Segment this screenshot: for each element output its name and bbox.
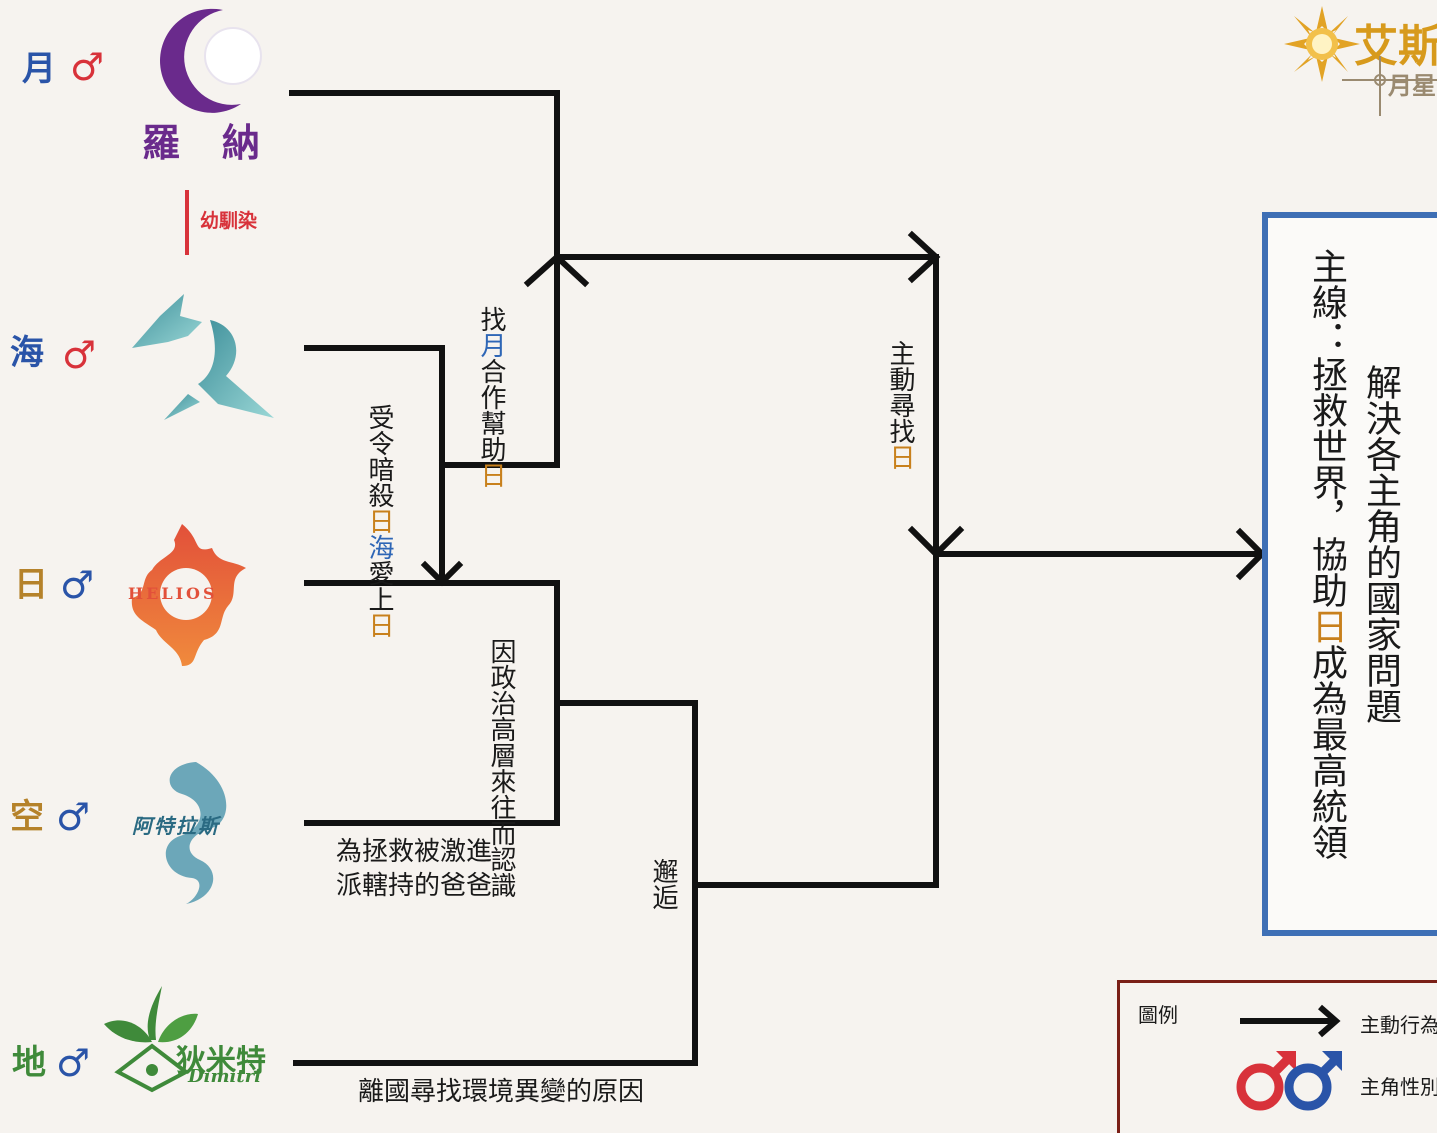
legend: 圖例 主動行為 主角性別 <box>1117 980 1437 1133</box>
relation-help-mid: 合作幫助 <box>476 358 506 462</box>
sun-name: 日 <box>14 565 48 605</box>
sea-gender-icon: ♂ <box>62 333 97 377</box>
main-quest-line1: 解決各主角的國家問題 <box>1360 364 1401 724</box>
sun-gender-icon: ♂ <box>60 563 95 607</box>
title-logo-main: 艾斯 <box>1354 21 1437 72</box>
relation-assassinate-pre: 受令暗殺 <box>364 404 394 508</box>
legend-arrow-icon <box>1240 1004 1341 1038</box>
relation-leave-country: 離國尋找環境異變的原因 <box>358 1077 645 1107</box>
relation-active-search-hl-sun: 日 <box>885 444 915 470</box>
relation-encounter: 邂逅 <box>648 858 678 910</box>
sky-gender-icon: ♂ <box>56 795 91 839</box>
sea-name: 海 <box>10 333 44 373</box>
sky-earth-connector <box>293 700 698 1066</box>
title-logo-sub: 月星 <box>1388 71 1436 100</box>
main-quest-box: 解決各主角的國家問題 主線：拯救世界，協助日成為最高統領 <box>1262 212 1437 936</box>
earth-leaf-icon <box>104 986 198 1093</box>
legend-gender-label: 主角性別 <box>1360 1075 1437 1099</box>
earth-name: 地 <box>12 1043 46 1083</box>
title-logo: 艾斯 月星 <box>1282 4 1437 116</box>
relation-politics: 因政治高層來往而認識 <box>486 638 516 898</box>
sun-flame-icon <box>131 524 246 666</box>
sun-branch-line <box>304 580 560 826</box>
moon-gender-icon: ♂ <box>70 45 105 89</box>
relation-active-search: 主動尋找日 <box>885 340 915 470</box>
earth-logo-subtext: Dimitri <box>188 1066 261 1087</box>
relation-assassinate-post: 愛上 <box>364 560 394 612</box>
moon-crescent-icon <box>160 8 262 113</box>
main-quest-line2-post: 成為最高統領 <box>1306 644 1347 860</box>
relation-help-find-moon: 找月合作幫助日 <box>476 306 506 488</box>
sea-branch-line <box>304 345 445 583</box>
main-quest-line2-hl: 日 <box>1306 608 1347 644</box>
relation-assassinate-hl-sun: 日 <box>364 508 394 534</box>
earth-logo-text: 狄米特 <box>176 1044 266 1079</box>
legend-title: 圖例 <box>1138 1003 1178 1027</box>
childhood-label: 幼馴染 <box>200 210 258 232</box>
relation-assassinate-hl-sea: 海 <box>364 534 394 560</box>
earth-gender-icon: ♂ <box>56 1041 91 1085</box>
relation-active-search-pre: 主動尋找 <box>885 340 915 444</box>
relation-assassinate: 受令暗殺日海愛上日 <box>364 404 394 638</box>
moon-branch-line <box>289 90 560 468</box>
main-quest-line2: 主線：拯救世界，協助日成為最高統領 <box>1306 248 1347 860</box>
main-quest-line2-pre: 主線：拯救世界，協助 <box>1306 248 1347 608</box>
sea-dragon-icon <box>132 294 274 420</box>
sun-logo-text: HELIOS <box>128 584 218 603</box>
sky-logo-text: 阿特拉斯 <box>132 814 220 838</box>
relation-rescue: 為拯救被激進 派轄持的爸爸 <box>336 837 493 901</box>
sky-wind-icon <box>165 762 227 904</box>
moon-logo-text: 羅 納 <box>142 120 263 165</box>
title-logo-ornament <box>1342 56 1437 116</box>
legend-gender-icon <box>1236 1051 1342 1111</box>
sky-name: 空 <box>10 797 44 837</box>
relation-assassinate-hl-sun-2: 日 <box>364 612 394 638</box>
relation-help-pre: 找 <box>476 306 506 332</box>
sun-burst-icon <box>1284 6 1360 82</box>
relation-help-hl-moon: 月 <box>476 332 506 358</box>
right-vertical-line <box>692 254 939 888</box>
relation-help-hl-sun: 日 <box>476 462 506 488</box>
moon-name: 月 <box>22 49 56 89</box>
legend-arrow-label: 主動行為 <box>1360 1013 1437 1037</box>
